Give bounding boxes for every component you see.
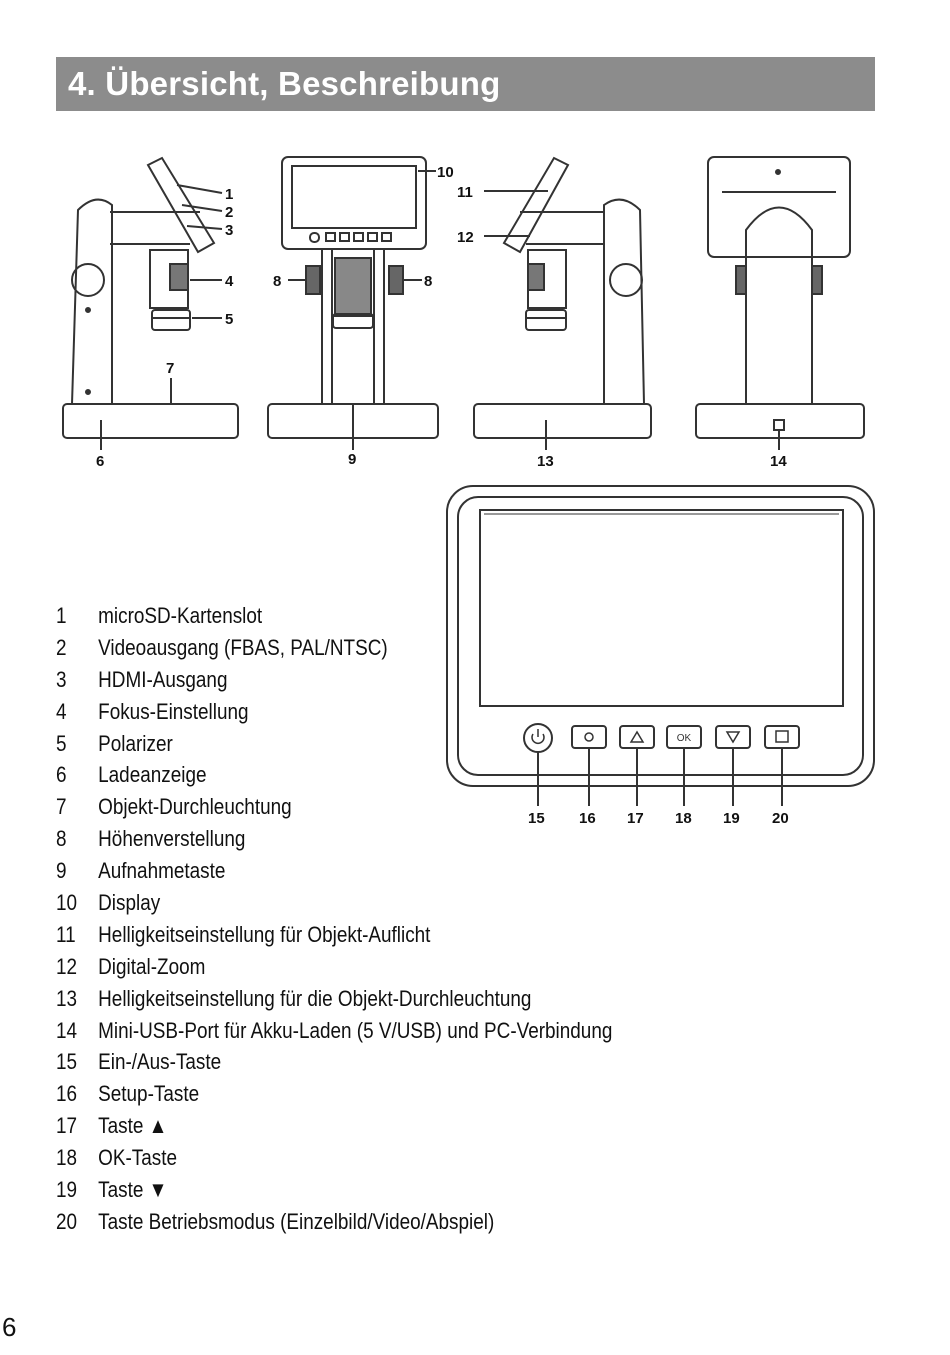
list-item: 8 Höhenverstellung	[56, 823, 612, 855]
label-15: 15	[528, 810, 545, 827]
item-number: 7	[56, 794, 67, 820]
list-item: 7 Objekt-Durchleuchtung	[56, 791, 612, 823]
item-text: Setup-Taste	[98, 1081, 200, 1107]
item-text: Helligkeitseinstellung für die Objekt-Du…	[98, 985, 532, 1011]
label-10: 10	[437, 164, 454, 181]
list-item: 17 Taste ▲	[56, 1110, 612, 1142]
item-number: 15	[56, 1049, 78, 1075]
list-item: 1 microSD-Kartenslot	[56, 600, 612, 632]
label-18: 18	[675, 810, 692, 827]
list-item: 18 OK-Taste	[56, 1142, 612, 1174]
item-text: Taste ▼	[98, 1177, 168, 1203]
label-3: 3	[225, 222, 233, 239]
label-2: 2	[225, 204, 233, 221]
item-number: 14	[56, 1017, 78, 1043]
list-item: 16 Setup-Taste	[56, 1078, 612, 1110]
label-16: 16	[579, 810, 596, 827]
item-number: 20	[56, 1208, 78, 1234]
display-front-view	[446, 485, 875, 806]
list-item: 10 Display	[56, 887, 612, 919]
item-number: 4	[56, 698, 67, 724]
microscope-figures: OK 1 2 3 4 5 6 7 8 8 9 10 11 12 13 14 15…	[62, 156, 875, 827]
item-number: 3	[56, 666, 67, 692]
label-8-left: 8	[273, 273, 281, 290]
item-text: Digital-Zoom	[98, 953, 206, 979]
item-number: 6	[56, 762, 67, 788]
item-text: Objekt-Durchleuchtung	[98, 794, 292, 820]
item-number: 19	[56, 1177, 78, 1203]
item-number: 16	[56, 1081, 78, 1107]
item-number: 9	[56, 858, 67, 884]
list-item: 13 Helligkeitseinstellung für die Objekt-…	[56, 983, 612, 1015]
item-text: Taste Betriebsmodus (Einzelbild/Video/Ab…	[98, 1208, 495, 1234]
label-4: 4	[225, 273, 234, 290]
item-text: Aufnahmetaste	[98, 858, 226, 884]
list-item: 14 Mini-USB-Port für Akku-Laden (5 V/USB)…	[56, 1015, 612, 1047]
item-text: Ladeanzeige	[98, 762, 207, 788]
item-number: 11	[56, 921, 76, 947]
label-9: 9	[348, 451, 356, 468]
label-6: 6	[96, 453, 104, 470]
list-item: 11 Helligkeitseinstellung für Objekt-Aufl…	[56, 919, 612, 951]
item-text: Polarizer	[98, 730, 173, 756]
item-number: 17	[56, 1113, 78, 1139]
component-list: 1 microSD-Kartenslot 2 Videoausgang (FBAS,…	[56, 600, 703, 1238]
label-1: 1	[225, 186, 233, 203]
item-text: HDMI-Ausgang	[98, 666, 228, 692]
item-text: Videoausgang (FBAS, PAL/NTSC)	[98, 634, 388, 660]
label-19: 19	[723, 810, 740, 827]
list-item: 5 Polarizer	[56, 728, 612, 760]
item-number: 1	[56, 603, 67, 628]
item-number: 8	[56, 826, 67, 852]
microscope-front-view	[267, 156, 439, 450]
label-12: 12	[457, 229, 474, 246]
microscope-side-view-left	[62, 156, 239, 450]
section-title: 4. Übersicht, Beschreibung	[68, 65, 501, 102]
label-5: 5	[225, 311, 233, 328]
item-number: 18	[56, 1145, 78, 1171]
item-text: Taste ▲	[98, 1113, 168, 1139]
item-text: Helligkeitseinstellung für Objekt-Auflic…	[98, 921, 431, 947]
item-text: OK-Taste	[98, 1145, 178, 1171]
list-item: 12 Digital-Zoom	[56, 951, 612, 983]
label-17: 17	[627, 810, 644, 827]
item-text: Display	[98, 890, 161, 916]
microscope-side-view-right	[473, 156, 652, 450]
list-item: 15 Ein-/Aus-Taste	[56, 1046, 612, 1078]
page-number: 6	[2, 1312, 17, 1342]
microscope-back-view	[695, 156, 865, 450]
list-item: 20 Taste Betriebsmodus (Einzelbild/Video/…	[56, 1206, 612, 1238]
label-8-right: 8	[424, 273, 432, 290]
list-item: 2 Videoausgang (FBAS, PAL/NTSC)	[56, 632, 612, 664]
list-item: 9 Aufnahmetaste	[56, 855, 612, 887]
item-number: 13	[56, 985, 78, 1011]
item-number: 12	[56, 953, 78, 979]
item-text: Ein-/Aus-Taste	[98, 1049, 222, 1075]
item-text: Höhenverstellung	[98, 826, 246, 852]
item-number: 2	[56, 634, 67, 660]
item-text: Fokus-Einstellung	[98, 698, 249, 724]
label-14: 14	[770, 453, 787, 470]
label-7: 7	[166, 360, 174, 377]
item-text: Mini-USB-Port für Akku-Laden (5 V/USB) u…	[98, 1017, 613, 1043]
list-item: 19 Taste ▼	[56, 1174, 612, 1206]
list-item: 3 HDMI-Ausgang	[56, 664, 612, 696]
list-item: 4 Fokus-Einstellung	[56, 696, 612, 728]
ok-button-label: OK	[677, 733, 692, 744]
label-11: 11	[457, 184, 473, 201]
section-header: 4. Übersicht, Beschreibung	[56, 57, 875, 111]
item-number: 5	[56, 730, 67, 756]
label-20: 20	[772, 810, 789, 827]
list-item: 6 Ladeanzeige	[56, 759, 612, 791]
item-number: 10	[56, 890, 78, 916]
item-text: microSD-Kartenslot	[98, 603, 263, 628]
label-13: 13	[537, 453, 554, 470]
